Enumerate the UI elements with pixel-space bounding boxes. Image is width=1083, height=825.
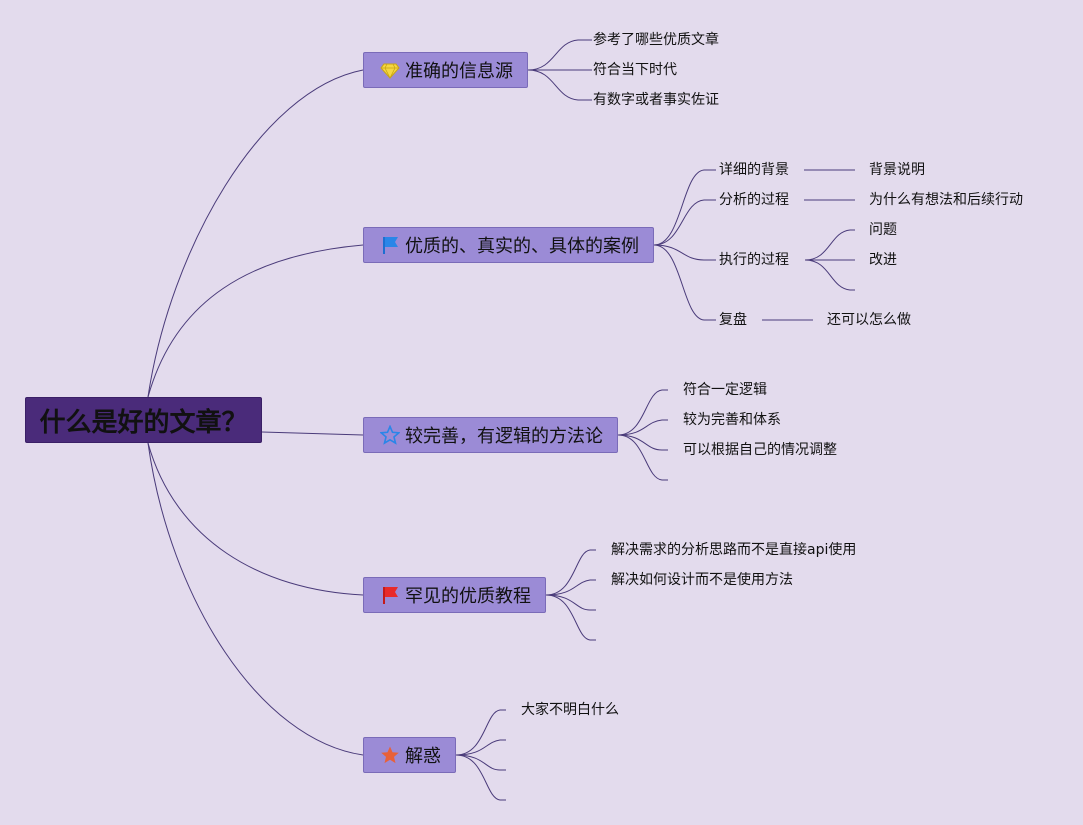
leaf-topic[interactable]: 还可以怎么做 bbox=[827, 312, 911, 328]
red-flag-icon bbox=[380, 585, 400, 605]
subtopic[interactable]: 分析的过程 bbox=[719, 192, 789, 208]
branch-label: 罕见的优质教程 bbox=[405, 586, 531, 607]
subtopic[interactable]: 复盘 bbox=[719, 312, 747, 328]
branch-rare-tutorials[interactable]: 罕见的优质教程 bbox=[363, 577, 546, 613]
blue-flag-icon bbox=[380, 235, 400, 255]
leaf-topic[interactable]: 为什么有想法和后续行动 bbox=[869, 192, 1023, 208]
star-outline-icon bbox=[380, 425, 400, 445]
branch-methodology[interactable]: 较完善，有逻辑的方法论 bbox=[363, 417, 618, 453]
leaf-topic[interactable]: 大家不明白什么 bbox=[521, 702, 619, 718]
root-topic-label: 什么是好的文章？ bbox=[39, 407, 248, 438]
branch-label: 优质的、真实的、具体的案例 bbox=[405, 236, 639, 257]
leaf-topic[interactable]: 改进 bbox=[869, 252, 897, 268]
leaf-topic[interactable]: 参考了哪些优质文章 bbox=[593, 32, 719, 48]
leaf-topic[interactable]: 解决如何设计而不是使用方法 bbox=[611, 572, 793, 588]
branch-clear-doubts[interactable]: 解惑 bbox=[363, 737, 456, 773]
root-topic[interactable]: 什么是好的文章？ bbox=[25, 397, 262, 443]
subtopic[interactable]: 执行的过程 bbox=[719, 252, 789, 268]
leaf-topic[interactable]: 可以根据自己的情况调整 bbox=[683, 442, 837, 458]
subtopic[interactable]: 详细的背景 bbox=[719, 162, 789, 178]
branch-quality-cases[interactable]: 优质的、真实的、具体的案例 bbox=[363, 227, 654, 263]
leaf-topic[interactable]: 背景说明 bbox=[869, 162, 925, 178]
branch-label: 解惑 bbox=[405, 746, 441, 767]
leaf-topic[interactable]: 符合一定逻辑 bbox=[683, 382, 767, 398]
orange-star-icon bbox=[380, 745, 400, 765]
leaf-topic[interactable]: 较为完善和体系 bbox=[683, 412, 781, 428]
leaf-topic[interactable]: 符合当下时代 bbox=[593, 62, 677, 78]
leaf-topic[interactable]: 有数字或者事实佐证 bbox=[593, 92, 719, 108]
diamond-icon bbox=[380, 60, 400, 80]
branch-accurate-sources[interactable]: 准确的信息源 bbox=[363, 52, 528, 88]
branch-label: 较完善，有逻辑的方法论 bbox=[405, 426, 603, 447]
branch-label: 准确的信息源 bbox=[405, 61, 513, 82]
leaf-topic[interactable]: 解决需求的分析思路而不是直接api使用 bbox=[611, 542, 857, 558]
leaf-topic[interactable]: 问题 bbox=[869, 222, 897, 238]
